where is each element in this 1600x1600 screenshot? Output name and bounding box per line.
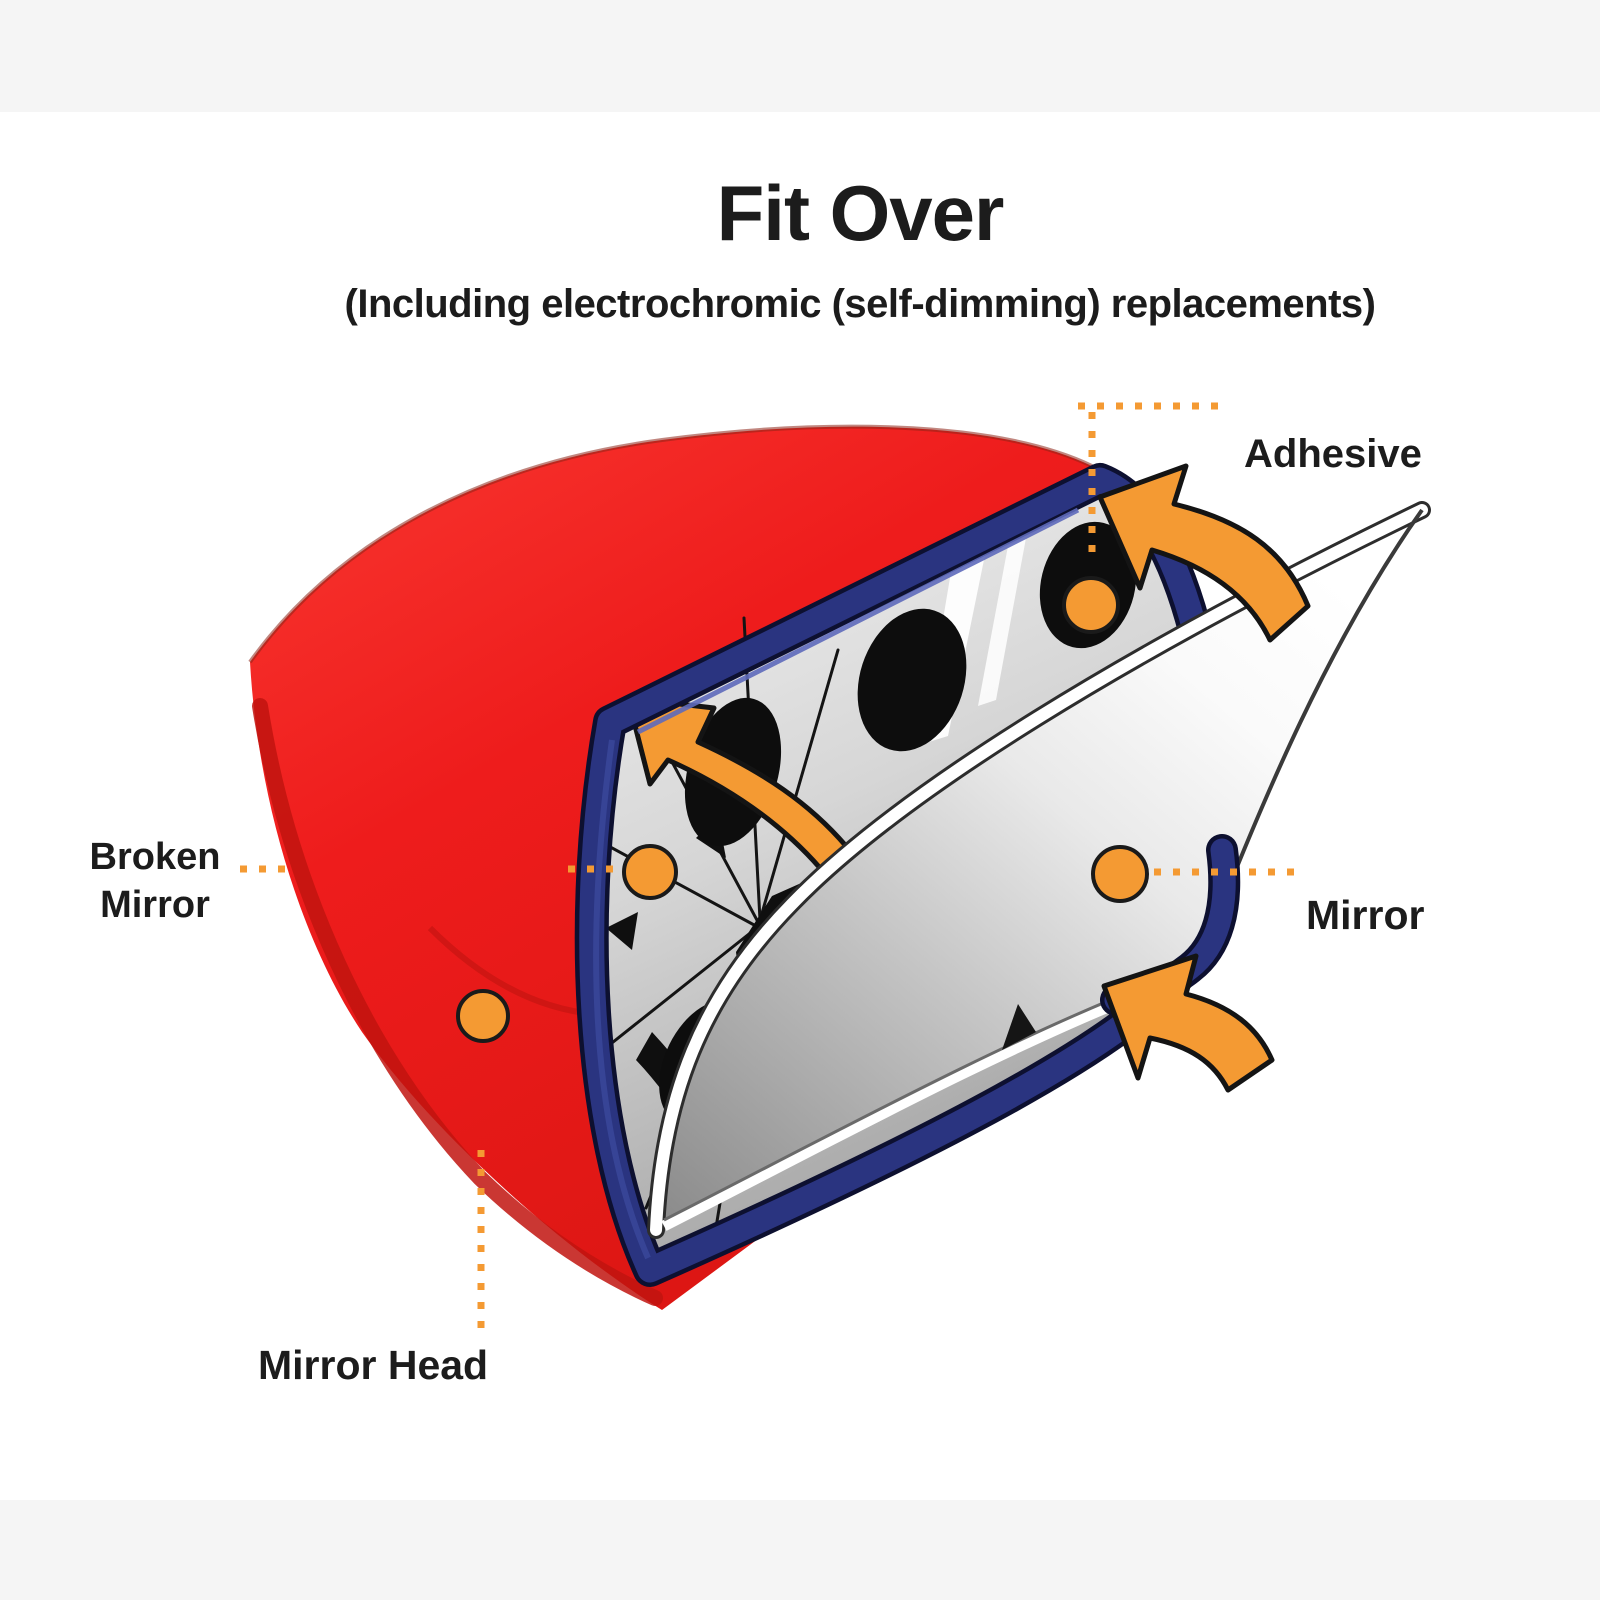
glass-edge-rim <box>650 504 1428 1236</box>
broken-mirror-label-line1: Broken <box>89 836 221 878</box>
mirror-head-rim-shadow <box>252 698 663 1306</box>
mirror-head-seam <box>427 925 595 1017</box>
adhesive-label: Adhesive <box>1244 432 1422 476</box>
broken-mirror-callout-dot <box>622 844 678 900</box>
adhesive-callout-dot <box>1062 576 1120 634</box>
mirror-head-callout-dot <box>456 989 510 1043</box>
broken-mirror-label: Broken Mirror <box>70 834 240 930</box>
crack-line <box>586 928 756 1064</box>
crack-line <box>758 648 840 922</box>
mirror-head-top-outline <box>248 424 1093 664</box>
adhesive-arrow-icon <box>1097 463 1311 643</box>
page-top-margin <box>0 0 1600 112</box>
page-title: Fit Over <box>716 169 1005 257</box>
etch-mark <box>1002 1004 1036 1050</box>
frame-highlight <box>636 507 1080 735</box>
page-bottom-margin <box>0 1500 1600 1600</box>
press-arrow-icon <box>1101 953 1275 1093</box>
adhesive-pad <box>857 608 967 752</box>
glass-bottom-gap <box>661 984 1152 1231</box>
frame-left-highlight <box>593 739 651 1260</box>
mirror-callout-dot <box>1091 845 1149 903</box>
broken-mirror-label-line2: Mirror <box>100 883 210 926</box>
mirror-head-label: Mirror Head <box>258 1342 489 1388</box>
glass-shard <box>606 912 638 950</box>
mirror-label: Mirror <box>1306 892 1425 938</box>
page-subtitle: (Including electrochromic (self-dimming)… <box>344 282 1376 326</box>
reflection-streak <box>978 538 1026 706</box>
glass-bottom-edge <box>663 982 1151 1222</box>
